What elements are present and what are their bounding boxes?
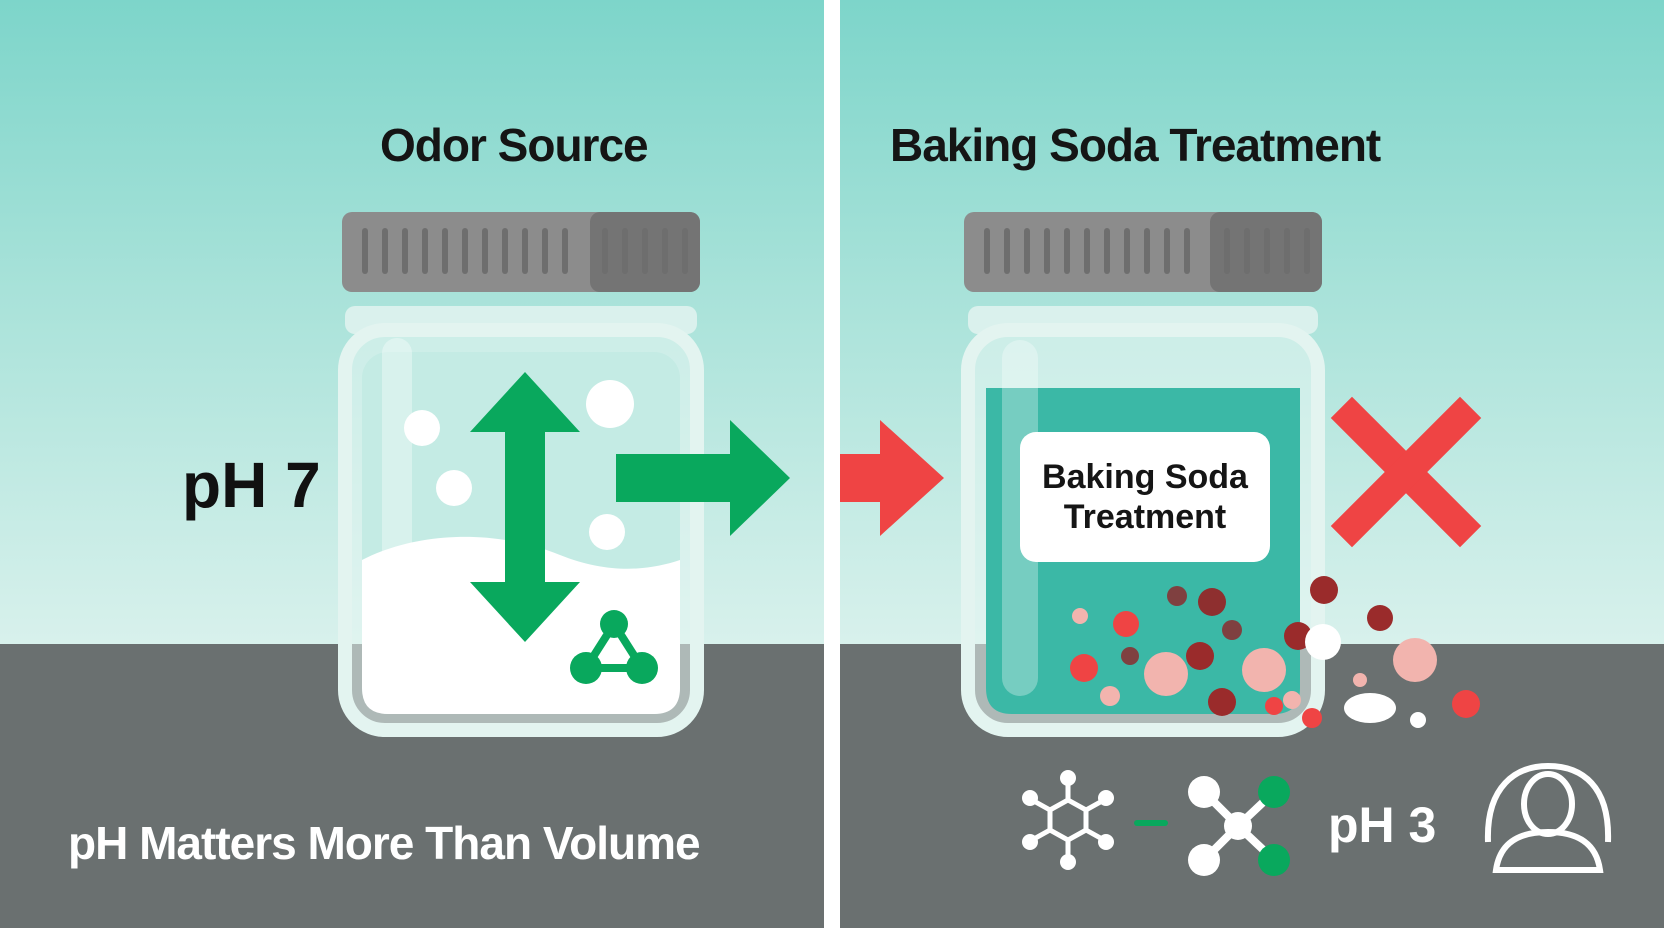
odor-source-title: Odor Source: [380, 119, 649, 171]
odor-source-panel: Odor Source pH 7 pH Matters More Than Vo…: [0, 0, 824, 928]
odor-source-scene: [338, 212, 790, 737]
hexagon-molecule-icon: [1030, 780, 1106, 860]
ph-7-label: pH 7: [182, 449, 321, 521]
molecule-icon: [570, 610, 658, 684]
jar-label: Baking Soda Treatment: [1020, 432, 1270, 562]
jar-lid: [342, 212, 700, 292]
footer-caption: pH Matters More Than Volume: [68, 817, 701, 869]
connector-dash: [1134, 820, 1168, 826]
hexagon-molecule-nodes: [1022, 770, 1114, 870]
cross-icon: [1330, 396, 1482, 548]
branched-molecule-icon: [1188, 776, 1290, 876]
person-icon: [1484, 762, 1612, 873]
double-arrow-icon: [470, 372, 580, 642]
right-arrow-icon: [616, 420, 790, 536]
odor-particles: [1070, 576, 1480, 728]
baking-soda-title: Baking Soda Treatment: [890, 119, 1381, 171]
bubbles: [404, 380, 634, 550]
jar-lid: [964, 212, 1322, 292]
baking-soda-panel: Baking Soda Treatment Baking Soda Treatm…: [840, 0, 1664, 928]
panel-divider: [824, 0, 840, 928]
ph-3-label: pH 3: [1328, 797, 1437, 853]
red-arrow-icon: [840, 420, 944, 536]
